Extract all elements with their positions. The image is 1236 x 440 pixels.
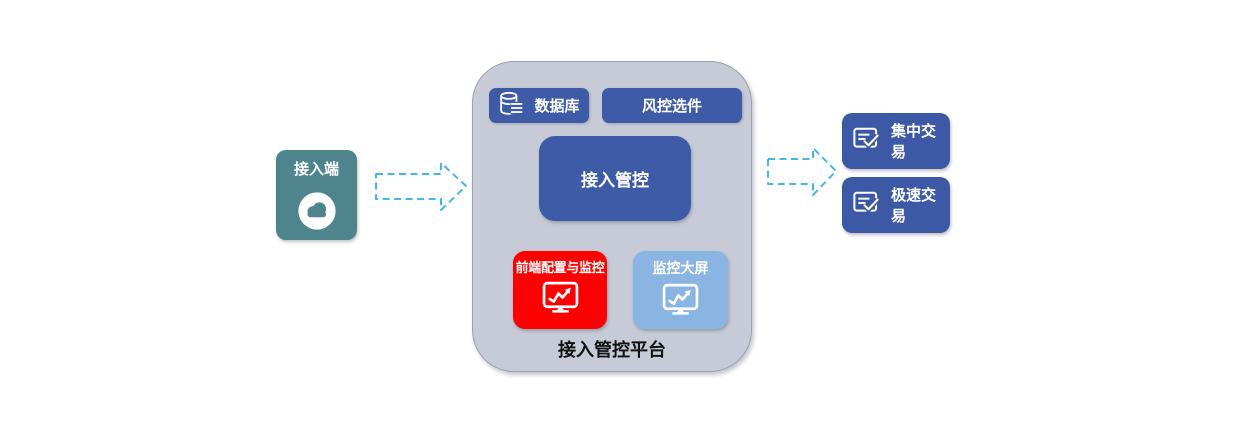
node-monitor-bigscreen: 监控大屏 xyxy=(633,251,728,329)
node-rapid-trading: 极速交易 xyxy=(842,177,950,233)
cloud-icon xyxy=(296,190,338,237)
checklist-icon xyxy=(853,127,881,155)
access-control-label: 接入管控 xyxy=(581,171,649,190)
rapid-trading-label: 极速交易 xyxy=(891,187,937,225)
platform-container: 数据库 风控选件 接入管控 前端配置与监控 监控大屏 xyxy=(472,61,752,372)
node-access-control: 接入管控 xyxy=(539,136,691,221)
node-frontend-config-monitor: 前端配置与监控 xyxy=(513,251,607,329)
access-terminal-label: 接入端 xyxy=(293,161,339,178)
centralized-trading-label: 集中交易 xyxy=(891,123,937,161)
checklist-icon xyxy=(853,191,881,219)
monitor-chart-icon xyxy=(662,283,699,320)
database-icon xyxy=(498,90,525,121)
node-centralized-trading: 集中交易 xyxy=(842,113,950,169)
dashed-arrow-right xyxy=(767,147,837,196)
platform-title: 接入管控平台 xyxy=(558,340,666,360)
risk-control-button: 风控选件 xyxy=(602,88,742,123)
risk-control-label: 风控选件 xyxy=(641,98,702,115)
database-label: 数据库 xyxy=(534,98,580,115)
monitor-chart-icon xyxy=(542,281,579,318)
bigscreen-label: 监控大屏 xyxy=(652,260,709,276)
dashed-arrow-left xyxy=(375,162,467,211)
frontend-config-label: 前端配置与监控 xyxy=(515,260,605,275)
node-access-terminal: 接入端 xyxy=(276,150,357,240)
database-button: 数据库 xyxy=(489,88,589,123)
